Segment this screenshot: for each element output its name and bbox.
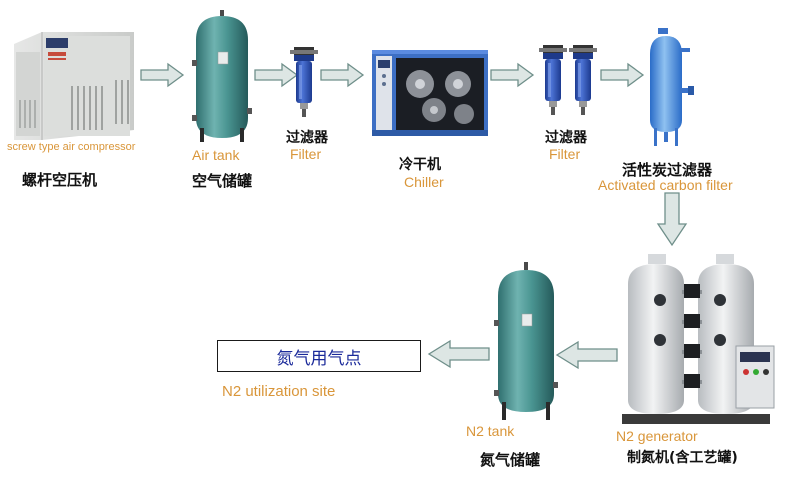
filter1-label-cn: 过滤器 [286, 130, 328, 146]
n2-site-label-cn: 氮气用气点 [276, 348, 362, 369]
vertical-tank-icon [192, 10, 252, 142]
n2-tank-label-en: N2 tank [466, 423, 515, 439]
chiller-label-cn: 冷干机 [399, 157, 441, 173]
air-tank-label-cn: 空气储罐 [192, 172, 253, 190]
flow-arrow-icon [140, 62, 185, 88]
arrow-filter-to-chiller [320, 62, 365, 88]
vertical-tank-icon [494, 262, 558, 420]
inline-filter-icon [290, 47, 318, 117]
n2-site-box: 氮气用气点 [217, 340, 421, 372]
carbon-filter-label-en: Activated carbon filter [598, 177, 733, 193]
n2-site-label-en: N2 utilization site [222, 383, 336, 400]
nitrogen-generator-icon [622, 254, 775, 424]
chiller-label-en: Chiller [404, 174, 444, 190]
n2-tank-label-cn: 氮气储罐 [480, 451, 541, 469]
arrow-generator-to-n2tank [555, 340, 618, 370]
n2-generator-label-en: N2 generator [616, 428, 698, 444]
flow-arrow-icon [427, 339, 490, 369]
arrow-tank-to-filter [254, 62, 299, 88]
arrow-filters-to-carbon [600, 62, 645, 88]
flow-arrow-icon [600, 62, 645, 88]
arrow-carbon-to-generator [656, 192, 688, 247]
n2-generator-label-cn: 制氮机(含工艺罐) [627, 450, 738, 466]
flow-arrow-icon [254, 62, 299, 88]
inline-filter-icon [539, 45, 567, 115]
flow-arrow-icon [320, 62, 365, 88]
arrow-compressor-to-tank [140, 62, 185, 88]
carbon-filter-label-cn: 活性炭过滤器 [622, 161, 713, 179]
filter2-label-en: Filter [549, 146, 581, 162]
inline-filter-icon [569, 45, 597, 115]
compressor-label-en: screw type air compressor [7, 141, 136, 153]
flow-arrow-icon [490, 62, 535, 88]
carbon-filter-icon [650, 28, 694, 146]
compressor-label-cn: 螺杆空压机 [22, 171, 98, 189]
flow-arrow-icon [555, 340, 618, 370]
air-tank-label-en: Air tank [192, 147, 240, 163]
flow-arrow-icon [656, 192, 688, 247]
refrigerated-dryer-icon [372, 50, 488, 136]
arrow-chiller-to-filters [490, 62, 535, 88]
arrow-n2tank-to-site [427, 339, 490, 369]
filter2-label-cn: 过滤器 [545, 130, 587, 146]
filter1-label-en: Filter [290, 146, 322, 162]
air-compressor-icon [14, 32, 134, 140]
